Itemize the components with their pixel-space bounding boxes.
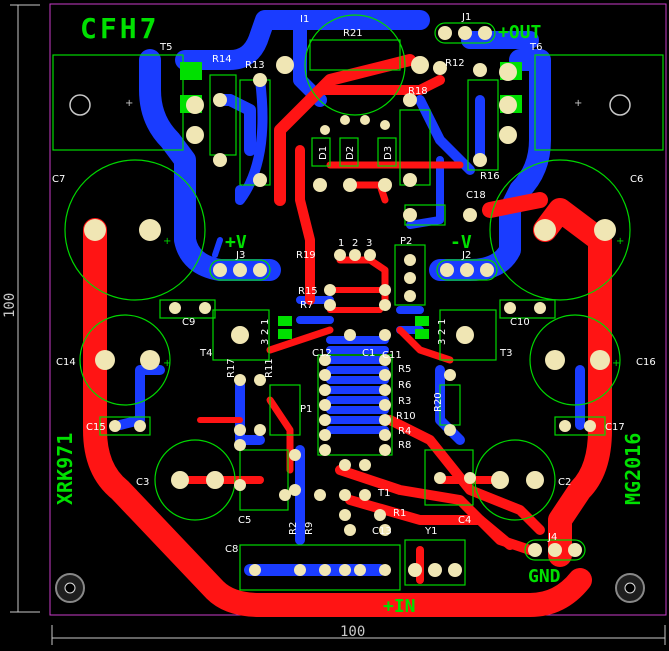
ref-R1: R1 [393, 508, 406, 519]
T6-outline [534, 54, 664, 151]
plus-mark-T6: + [574, 98, 582, 109]
T4-pin-1: 1 [260, 319, 271, 325]
ref-D1: D1 [318, 146, 329, 160]
ref-R20: R20 [433, 392, 444, 412]
ref-C7: C7 [52, 174, 65, 185]
ref-P2: P2 [400, 236, 412, 247]
ref-C16: C16 [636, 357, 656, 368]
ref-T4: T4 [199, 348, 212, 359]
ref-R9: R9 [304, 522, 315, 535]
C14-outline [79, 314, 171, 406]
plus-v-label: +V [225, 232, 247, 253]
ref-J2: J2 [461, 250, 471, 261]
ref-R3: R3 [398, 396, 411, 407]
plus-in-label: +IN [383, 596, 416, 617]
ref-C12: C12 [312, 348, 332, 359]
C3-outline [154, 439, 236, 521]
T3-pin-3: 3 [437, 339, 448, 345]
pin-3-left: 3 [366, 238, 372, 249]
ref-designators: I1 R21 J1 T5 T6 R14 R13 R12 R18 R16 C18 … [52, 12, 656, 555]
gnd-label: GND [528, 566, 561, 587]
ref-R7: R7 [300, 300, 313, 311]
ref-P1: P1 [300, 404, 312, 415]
ref-C4: C4 [458, 515, 471, 526]
ref-R10: R10 [396, 411, 416, 422]
C6-outline [489, 159, 631, 301]
ref-C14: C14 [56, 357, 76, 368]
ref-C13: C13 [372, 526, 392, 537]
ref-C2: C2 [558, 477, 571, 488]
ref-C10: C10 [510, 317, 530, 328]
T4-pin-2: 2 [260, 329, 271, 335]
dim-height-label: 100 [2, 293, 18, 318]
ref-R4: R4 [398, 426, 411, 437]
ref-R16: R16 [480, 171, 500, 182]
ref-T5: T5 [159, 42, 172, 53]
ref-J1: J1 [461, 12, 471, 23]
ref-T3: T3 [499, 348, 512, 359]
T4-pin-3: 3 [260, 339, 271, 345]
plus-out-label: +OUT [498, 22, 542, 43]
ref-D3: D3 [383, 146, 394, 160]
left-board-tag: XRK971 [53, 433, 77, 505]
pads-layer [84, 26, 616, 577]
ref-J4: J4 [547, 532, 557, 543]
ref-T6: T6 [529, 42, 542, 53]
right-board-tag: MG2016 [621, 433, 645, 505]
plus-mark-C14: + [163, 358, 171, 369]
ref-C5: C5 [238, 515, 251, 526]
plus-mark-C16: + [612, 358, 620, 369]
C7-outline [64, 159, 206, 301]
ref-R8: R8 [398, 440, 411, 451]
dimension-lines [10, 4, 666, 645]
ref-C17: C17 [605, 422, 625, 433]
dim-width-label: 100 [340, 624, 365, 640]
ref-R6: R6 [398, 380, 411, 391]
ref-C9: C9 [182, 317, 195, 328]
ref-C11: C11 [382, 350, 402, 361]
ref-R21: R21 [343, 28, 363, 39]
ref-R18: R18 [408, 86, 428, 97]
ref-R12: R12 [445, 58, 465, 69]
ref-C8: C8 [225, 544, 238, 555]
plus-mark-C6: + [616, 236, 624, 247]
ref-C18: C18 [466, 190, 486, 201]
ref-T1: T1 [377, 488, 390, 499]
ref-R17: R17 [226, 358, 237, 378]
ref-R15: R15 [298, 286, 318, 297]
ref-C6: C6 [630, 174, 643, 185]
ref-R13: R13 [245, 60, 265, 71]
board-title: CFH7 [80, 12, 159, 45]
top-copper-layer [83, 54, 612, 617]
ref-Y1: Y1 [424, 526, 437, 537]
ref-C15: C15 [86, 422, 106, 433]
T3-pin-1: 1 [437, 319, 448, 325]
ref-D2: D2 [345, 146, 356, 160]
ref-R2: R2 [288, 522, 299, 535]
C16-outline [529, 314, 621, 406]
ref-R19: R19 [296, 250, 316, 261]
ref-C3: C3 [136, 477, 149, 488]
ref-C1: C1 [362, 348, 375, 359]
ref-R14: R14 [212, 54, 232, 65]
mounting-holes [55, 94, 645, 603]
ref-J3: J3 [235, 250, 245, 261]
ref-R11: R11 [264, 358, 275, 378]
ref-I1: I1 [300, 14, 309, 25]
minus-v-label: -V [450, 232, 472, 253]
pin-1-left: 1 [338, 238, 344, 249]
pin-2-left: 2 [352, 238, 358, 249]
T3-pin-2: 2 [437, 329, 448, 335]
plus-mark-C7: + [163, 236, 171, 247]
plus-mark-T5: + [125, 98, 133, 109]
I1-outline [304, 14, 406, 116]
ref-R5: R5 [398, 364, 411, 375]
